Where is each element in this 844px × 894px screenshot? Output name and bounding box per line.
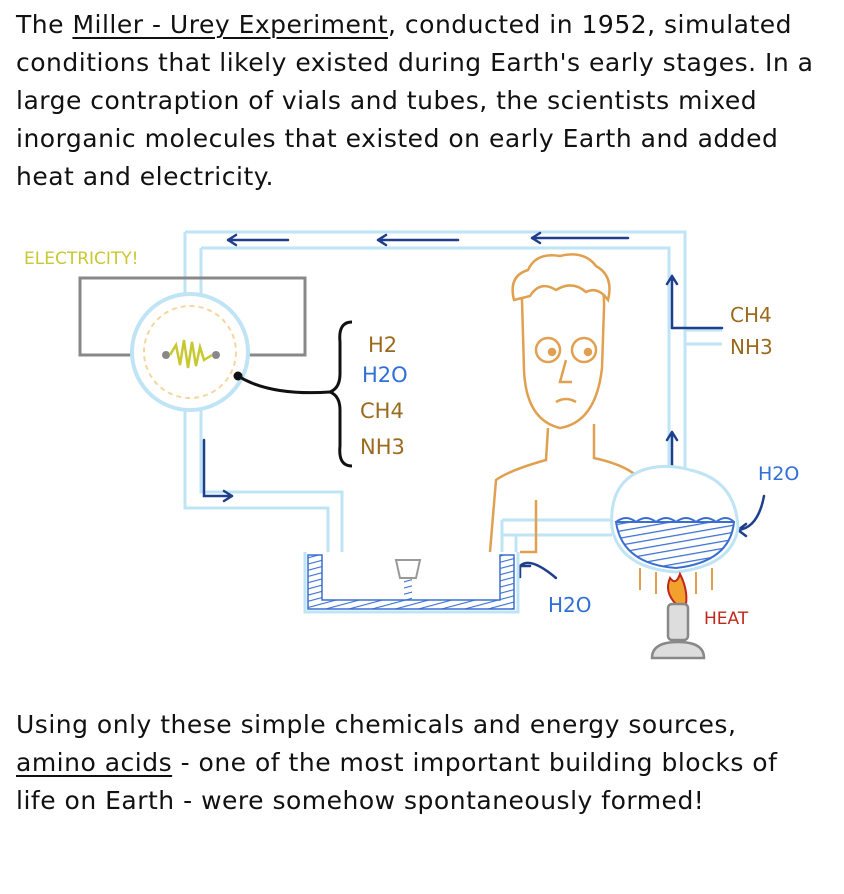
flow-arrows bbox=[202, 231, 766, 580]
spark-flask bbox=[130, 292, 250, 412]
intro-pre: The bbox=[16, 10, 73, 39]
intro-body: , conducted in 1952, simulated condition… bbox=[16, 10, 814, 191]
glass-tubing bbox=[183, 230, 722, 552]
outro-pre: Using only these simple chemicals and en… bbox=[16, 710, 737, 739]
electricity-label: ELECTRICITY! bbox=[24, 249, 139, 269]
collection-trap bbox=[303, 552, 520, 614]
inlet-ch4-label: CH4 bbox=[730, 303, 772, 327]
heat-label: HEAT bbox=[704, 609, 749, 629]
gas-nh3-label: NH3 bbox=[360, 435, 405, 459]
outro-paragraph: Using only these simple chemicals and en… bbox=[16, 706, 816, 820]
boiling-flask bbox=[610, 464, 740, 594]
outro-body: - one of the most important building blo… bbox=[16, 748, 778, 815]
trap-water-label: H2O bbox=[548, 593, 592, 617]
gas-h2-label: H2 bbox=[368, 333, 397, 357]
scientist-figure bbox=[488, 253, 642, 554]
electrode-wires bbox=[78, 276, 307, 357]
inlet-nh3-label: NH3 bbox=[730, 335, 773, 359]
bunsen-burner bbox=[650, 571, 706, 660]
gas-h2o-label: H2O bbox=[362, 363, 408, 387]
experiment-title: Miller - Urey Experiment bbox=[72, 10, 389, 39]
gas-bracket bbox=[233, 320, 353, 468]
spark-icon bbox=[168, 339, 213, 369]
flask-water-label: H2O bbox=[758, 463, 799, 485]
gas-ch4-label: CH4 bbox=[360, 399, 404, 423]
amino-acids-term: amino acids bbox=[16, 748, 173, 777]
intro-paragraph: The Miller - Urey Experiment, conducted … bbox=[16, 6, 816, 196]
flame-icon bbox=[667, 571, 688, 605]
